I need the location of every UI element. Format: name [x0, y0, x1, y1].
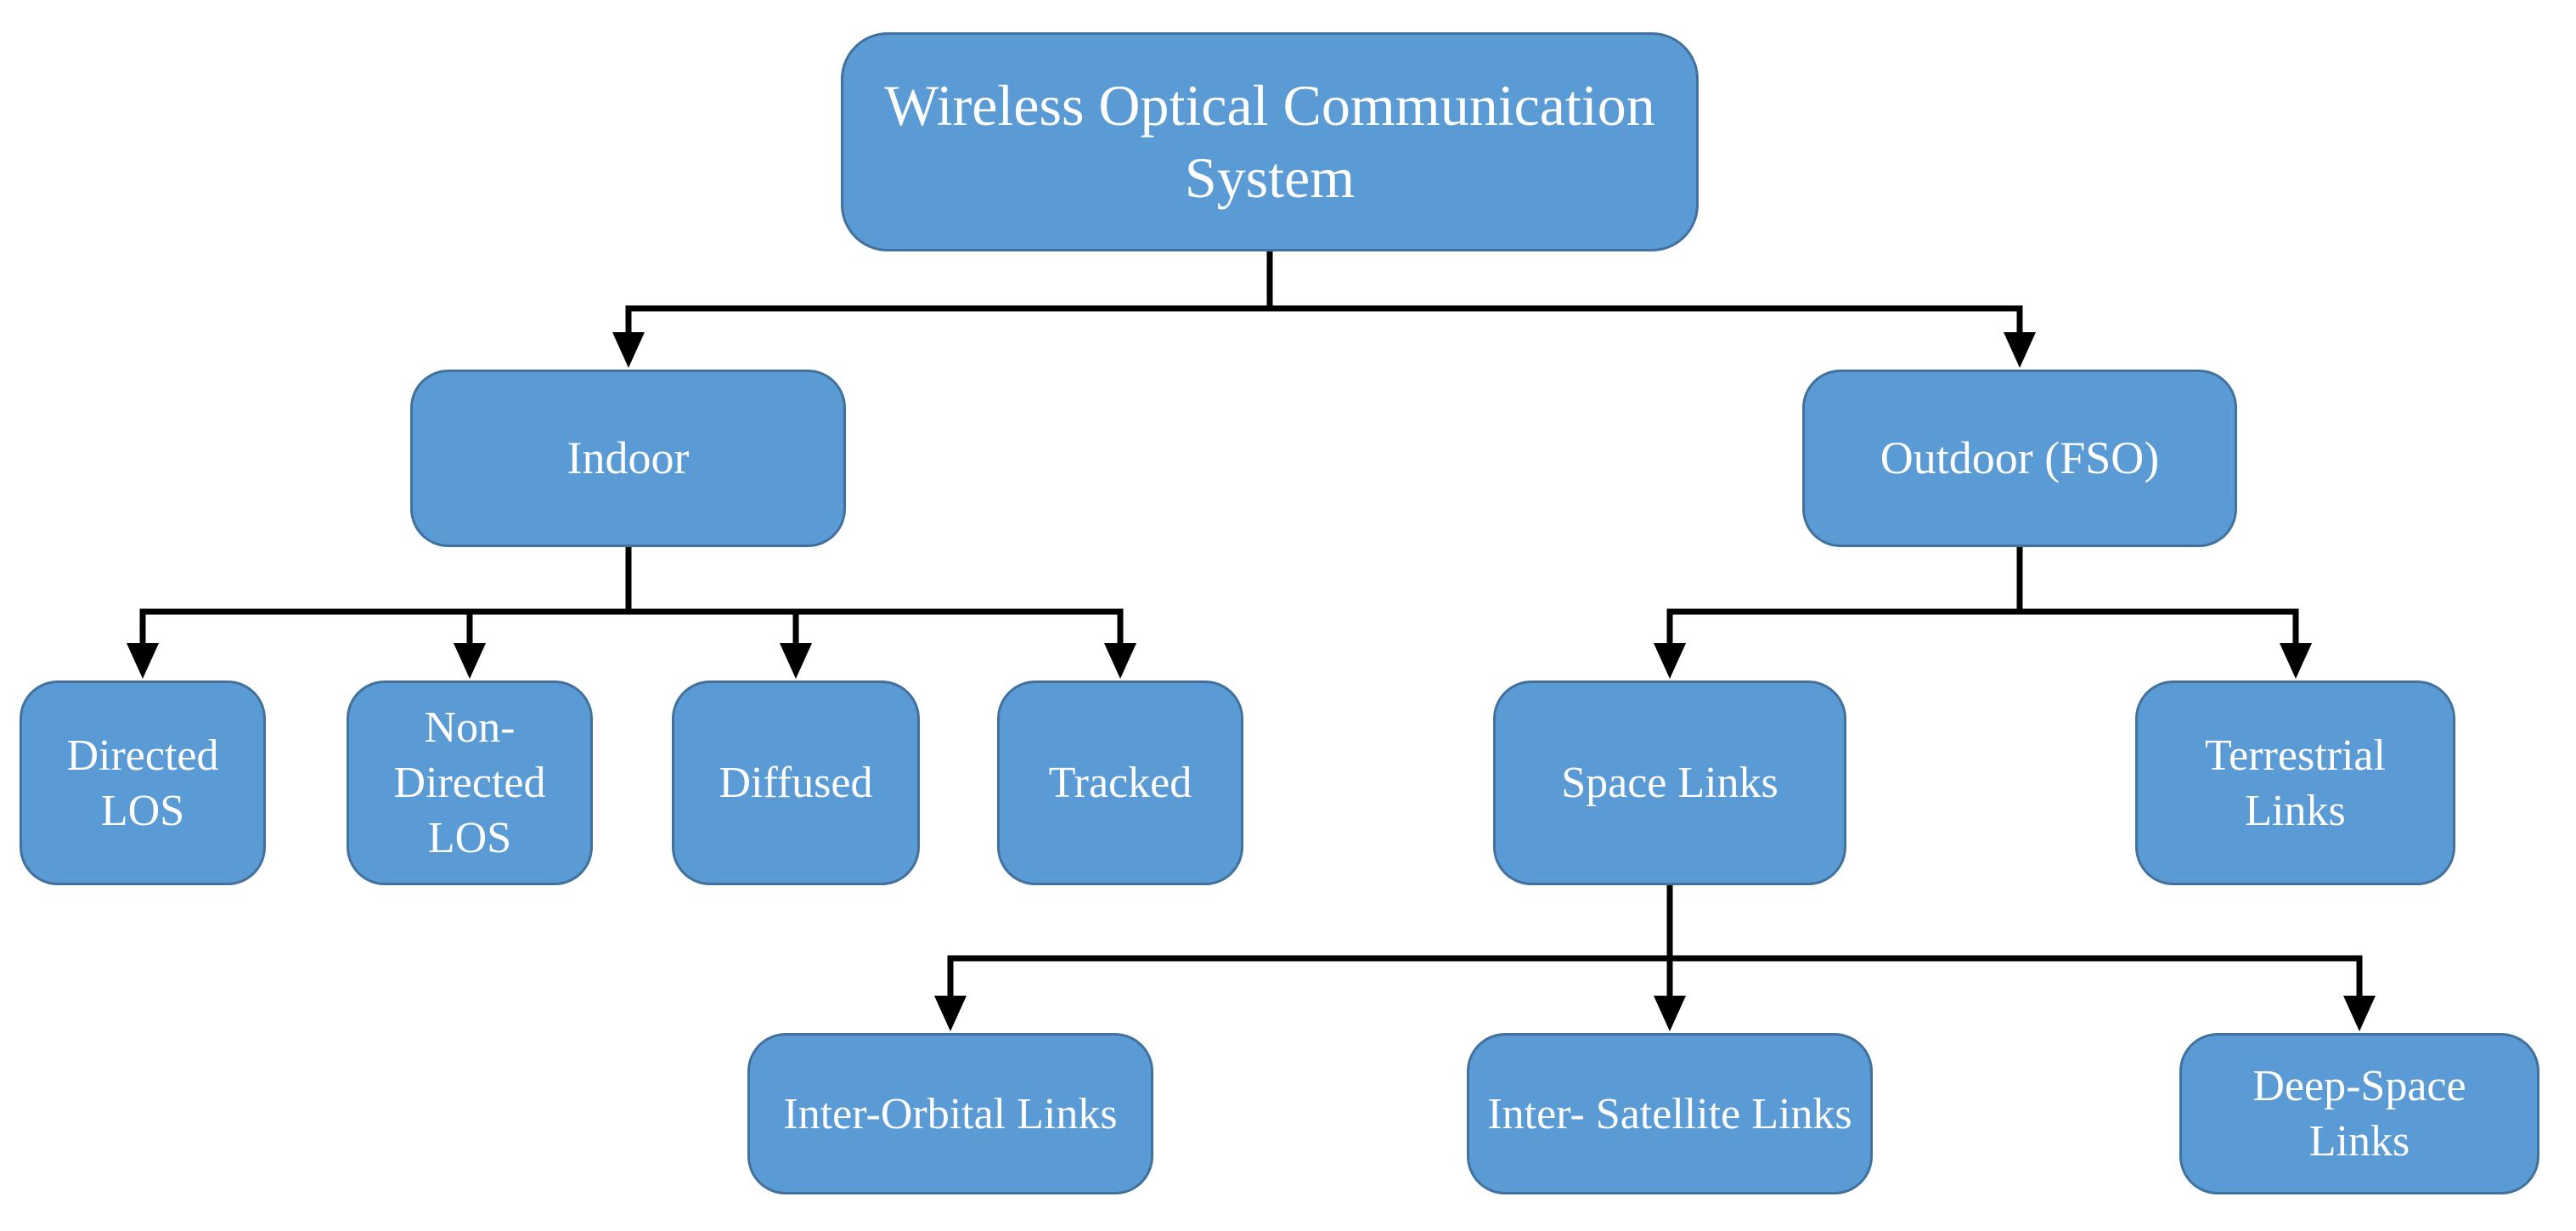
node-diffused: Diffused	[672, 680, 920, 885]
connector-outdoor-to-children	[1654, 544, 2312, 679]
node-non-directed-los-label: Non-Directed LOS	[393, 703, 546, 862]
connector-space-links-to-children	[934, 882, 2376, 1031]
node-directed-los: Directed LOS	[20, 680, 266, 885]
node-space-links-label: Space Links	[1561, 759, 1778, 807]
node-inter-satellite-links: Inter- Satellite Links	[1467, 1033, 1873, 1194]
connector-indoor-to-children	[127, 544, 1136, 679]
node-inter-orbital-links-label: Inter-Orbital Links	[783, 1089, 1118, 1138]
node-wireless-optical-communication-system: Wireless Optical Communication System	[841, 32, 1699, 251]
connector-root-to-level1	[612, 248, 2036, 368]
node-wireless-optical-communication-system-label: Wireless Optical Communication System	[884, 73, 1655, 210]
node-directed-los-label: Directed LOS	[66, 731, 219, 835]
node-inter-orbital-links: Inter-Orbital Links	[747, 1033, 1153, 1194]
node-non-directed-los: Non-Directed LOS	[347, 680, 593, 885]
node-deep-space-links: Deep-Space Links	[2179, 1033, 2539, 1194]
node-terrestrial-links-label: Terrestrial Links	[2205, 731, 2386, 835]
node-diffused-label: Diffused	[719, 759, 873, 807]
node-indoor: Indoor	[410, 370, 846, 547]
node-outdoor-fso: Outdoor (FSO)	[1802, 370, 2237, 547]
node-tracked-label: Tracked	[1048, 759, 1192, 807]
node-tracked: Tracked	[997, 680, 1243, 885]
node-inter-satellite-links-label: Inter- Satellite Links	[1487, 1089, 1852, 1138]
node-space-links: Space Links	[1493, 680, 1846, 885]
node-terrestrial-links: Terrestrial Links	[2135, 680, 2455, 885]
node-deep-space-links-label: Deep-Space Links	[2252, 1062, 2466, 1166]
node-outdoor-fso-label: Outdoor (FSO)	[1880, 432, 2160, 483]
node-indoor-label: Indoor	[566, 432, 690, 483]
